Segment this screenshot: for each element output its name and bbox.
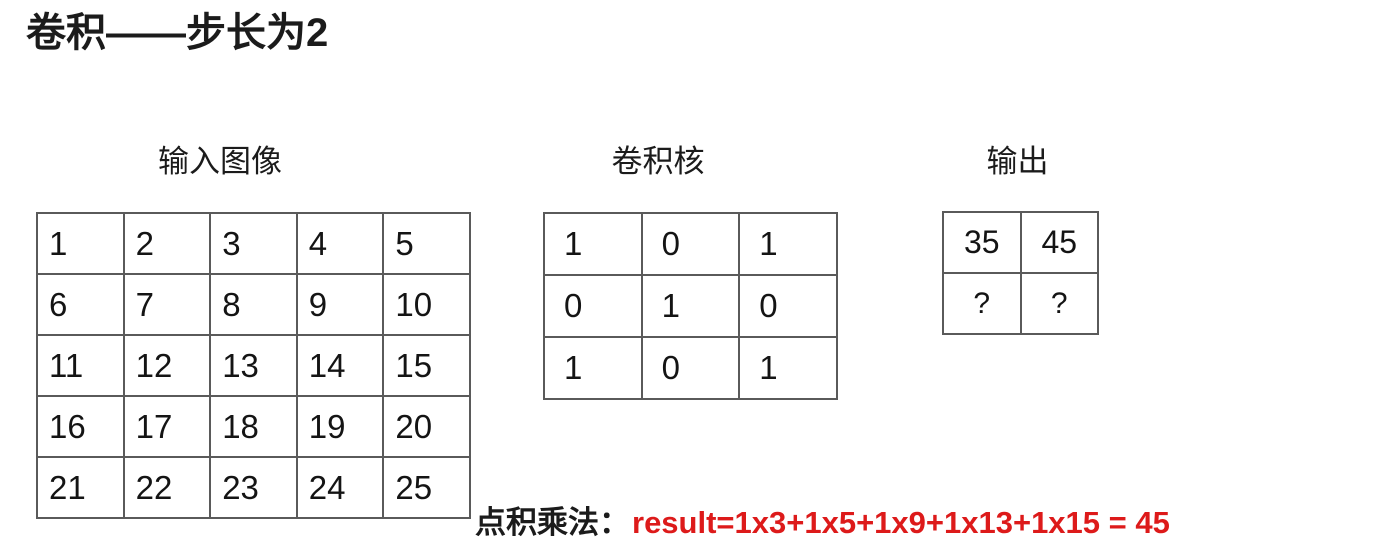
table-row: 1 2 3 4 5 [36, 212, 471, 275]
kernel-cell: 1 [640, 274, 741, 338]
table-row: 35 45 [942, 211, 1099, 274]
input-cell: 3 [209, 212, 298, 275]
kernel-cell: 1 [738, 336, 838, 400]
input-cell: 9 [295, 273, 385, 336]
table-row: 0 1 0 [543, 274, 838, 338]
input-cell: 5 [382, 212, 471, 275]
kernel-cell: 0 [640, 336, 741, 400]
input-cell: 23 [209, 456, 298, 519]
output-cell-unknown: ? [942, 272, 1022, 335]
output-cell-unknown: ? [1019, 272, 1099, 335]
input-cell: 16 [36, 395, 125, 458]
kernel-grid-body: 1 0 1 0 1 0 1 0 1 [543, 212, 838, 400]
input-cell: 4 [295, 212, 385, 275]
input-cell: 10 [382, 273, 471, 336]
table-row: 21 22 23 24 25 [36, 456, 471, 519]
input-cell: 8 [209, 273, 298, 336]
table-row: ? ? [942, 272, 1099, 335]
page-title: 卷积——步长为2 [26, 11, 329, 55]
input-cell: 18 [209, 395, 298, 458]
input-image-grid: 1 2 3 4 5 6 7 8 9 10 11 12 13 14 15 16 1… [36, 212, 471, 519]
kernel-cell: 1 [543, 212, 643, 276]
output-header: 输出 [986, 144, 1049, 179]
output-grid-body: 35 45 ? ? [942, 211, 1099, 335]
input-cell: 14 [295, 334, 385, 397]
input-cell: 19 [295, 395, 385, 458]
input-cell: 12 [122, 334, 212, 397]
kernel-cell: 0 [738, 274, 838, 338]
table-row: 6 7 8 9 10 [36, 273, 471, 336]
input-cell: 22 [122, 456, 212, 519]
output-cell: 35 [942, 211, 1022, 274]
formula-expression: result=1x3+1x5+1x9+1x13+1x15 = 45 [632, 505, 1170, 540]
input-cell: 20 [382, 395, 471, 458]
input-cell: 6 [36, 273, 125, 336]
kernel-grid: 1 0 1 0 1 0 1 0 1 [543, 212, 838, 400]
input-cell: 21 [36, 456, 125, 519]
kernel-cell: 0 [543, 274, 643, 338]
table-row: 16 17 18 19 20 [36, 395, 471, 458]
input-cell: 13 [209, 334, 298, 397]
table-row: 1 0 1 [543, 336, 838, 400]
input-cell: 25 [382, 456, 471, 519]
table-row: 1 0 1 [543, 212, 838, 276]
output-cell: 45 [1019, 211, 1099, 274]
input-cell: 2 [122, 212, 212, 275]
input-cell: 15 [382, 334, 471, 397]
kernel-cell: 0 [640, 212, 741, 276]
kernel-cell: 1 [738, 212, 838, 276]
input-image-grid-body: 1 2 3 4 5 6 7 8 9 10 11 12 13 14 15 16 1… [36, 212, 471, 519]
kernel-header: 卷积核 [611, 144, 705, 179]
output-grid: 35 45 ? ? [942, 211, 1099, 335]
formula-label: 点积乘法： [475, 505, 630, 540]
dot-product-formula: 点积乘法： result=1x3+1x5+1x9+1x13+1x15 = 45 [475, 497, 1170, 542]
input-cell: 1 [36, 212, 125, 275]
table-row: 11 12 13 14 15 [36, 334, 471, 397]
input-cell: 17 [122, 395, 212, 458]
input-image-header: 输入图像 [158, 144, 282, 179]
input-cell: 7 [122, 273, 212, 336]
kernel-cell: 1 [543, 336, 643, 400]
input-cell: 11 [36, 334, 125, 397]
input-cell: 24 [295, 456, 385, 519]
